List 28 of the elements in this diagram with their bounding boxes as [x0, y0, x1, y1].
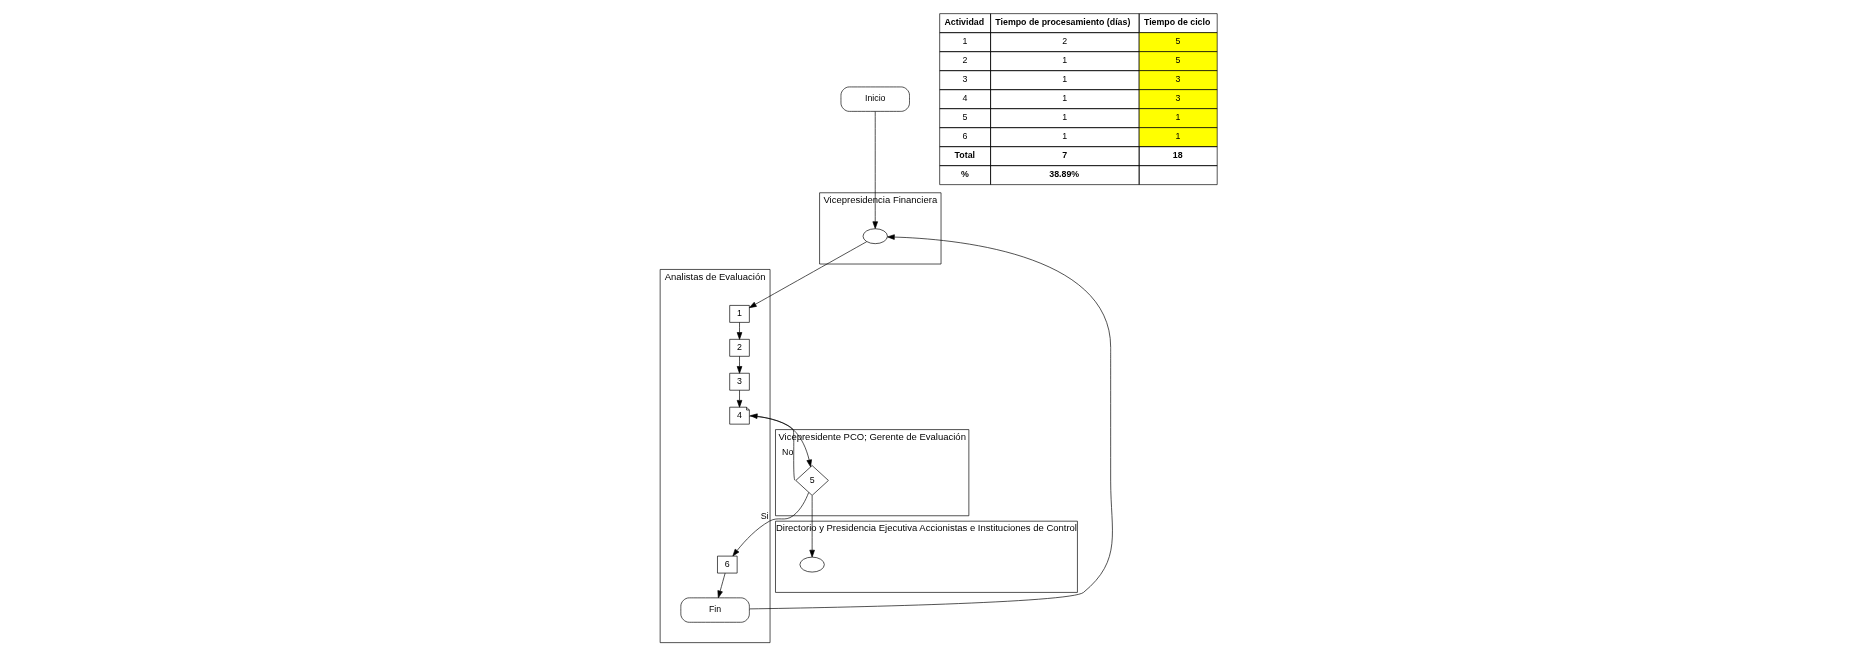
label: 1 — [1061, 55, 1067, 66]
label: Total — [954, 149, 975, 160]
label: 7 — [1061, 149, 1067, 160]
label: 3 — [961, 74, 967, 85]
label: 6 — [961, 131, 967, 142]
label: 1 — [1174, 131, 1180, 142]
label: 38.89% — [1048, 168, 1079, 179]
label: 2 — [1061, 36, 1067, 47]
label: 3 — [1174, 74, 1180, 85]
label: 1 — [961, 36, 967, 47]
label: 18 — [1172, 149, 1183, 160]
label: 1 — [1061, 93, 1067, 104]
label: 2 — [961, 55, 967, 66]
label: 1 — [1061, 131, 1067, 142]
label: 5 — [1174, 55, 1180, 66]
label: 4 — [961, 93, 967, 104]
label: 5 — [961, 112, 967, 123]
edge-label: Si — [760, 510, 769, 521]
label: Tiempo de procesamiento (días) — [994, 16, 1130, 27]
label: Tiempo de ciclo — [1143, 16, 1210, 27]
label: Actividad — [943, 16, 984, 27]
label: 1 — [1061, 74, 1067, 85]
edge-label: No — [781, 447, 793, 458]
label: 1 — [1061, 112, 1067, 123]
label: 1 — [1174, 112, 1180, 123]
label: 5 — [1174, 36, 1180, 47]
label: % — [960, 168, 969, 179]
label: 3 — [1174, 93, 1180, 104]
